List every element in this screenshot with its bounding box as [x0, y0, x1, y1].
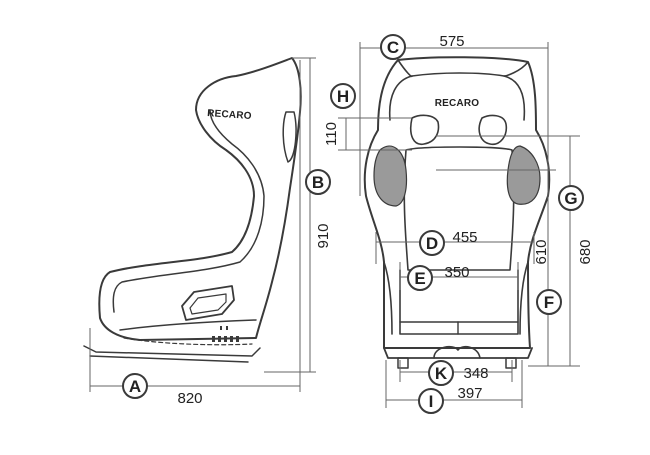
dim-h: [338, 117, 412, 151]
dim-f-value: 610: [533, 239, 550, 264]
dim-h-value: 110: [323, 122, 340, 146]
front-base: [383, 347, 533, 359]
badge-c: C: [380, 34, 406, 60]
front-inner-back: [403, 146, 515, 271]
dim-a-value: 820: [177, 390, 202, 407]
svg-text:B: B: [312, 173, 324, 192]
side-bracket-dashed: [123, 337, 253, 346]
side-seat-shell: [98, 57, 302, 341]
side-lower-shell: [119, 319, 257, 331]
front-foot-left: [397, 357, 409, 369]
side-rail: [83, 345, 261, 357]
badge-g: G: [558, 185, 584, 211]
dim-k: [399, 360, 513, 382]
front-outer-shell: [363, 56, 551, 349]
front-view: [363, 56, 551, 369]
badge-h: H: [330, 83, 356, 109]
svg-text:F: F: [544, 293, 554, 312]
svg-text:D: D: [426, 234, 438, 253]
svg-text:I: I: [429, 392, 434, 411]
dim-c-value: 575: [439, 33, 464, 50]
dim-side-length: [89, 60, 301, 392]
dim-i-value: 397: [457, 385, 482, 402]
side-rail-2: [89, 355, 249, 363]
front-wing-right: [519, 261, 529, 335]
side-logo: RECARO: [207, 108, 252, 122]
dim-b-value: 910: [315, 223, 332, 248]
badge-f: F: [536, 289, 562, 315]
front-center-bar: [433, 345, 481, 359]
badge-a: A: [122, 373, 148, 399]
svg-text:H: H: [337, 87, 349, 106]
front-logo: RECARO: [435, 98, 480, 109]
svg-text:E: E: [414, 269, 425, 288]
svg-text:K: K: [435, 364, 448, 383]
badge-b: B: [305, 169, 331, 195]
front-top-rim-right: [503, 61, 529, 77]
dim-d-value: 455: [452, 229, 477, 246]
front-head-outline: [388, 72, 526, 121]
front-bolster-right: [506, 145, 541, 205]
side-vent-holes: [212, 326, 239, 342]
side-shoulder-pad: [282, 111, 297, 163]
dim-i: [385, 360, 523, 408]
badge-k: K: [428, 360, 454, 386]
svg-text:C: C: [387, 38, 399, 57]
front-foot-right: [505, 357, 517, 369]
front-wing-left: [383, 261, 393, 335]
badge-d: D: [419, 230, 445, 256]
front-bolster-left: [373, 145, 408, 207]
side-belt-slot: [181, 285, 235, 321]
front-seat-cushion: [399, 269, 519, 335]
dim-side-height: [264, 57, 316, 373]
dim-f: [436, 169, 556, 366]
svg-text:A: A: [129, 377, 141, 396]
side-view: [83, 57, 302, 363]
front-top-rim-left: [397, 59, 413, 78]
dim-e-value: 350: [444, 264, 469, 281]
svg-text:G: G: [564, 189, 577, 208]
badge-i: I: [418, 388, 444, 414]
dim-k-value: 348: [463, 365, 488, 382]
dim-g-value: 680: [577, 239, 594, 264]
front-harness-slot-left: [409, 114, 440, 145]
side-shell-inner-line: [112, 109, 265, 313]
front-harness-slot-right: [478, 114, 508, 146]
dim-d: [375, 232, 535, 264]
badge-e: E: [407, 265, 433, 291]
dim-g: [436, 135, 580, 367]
